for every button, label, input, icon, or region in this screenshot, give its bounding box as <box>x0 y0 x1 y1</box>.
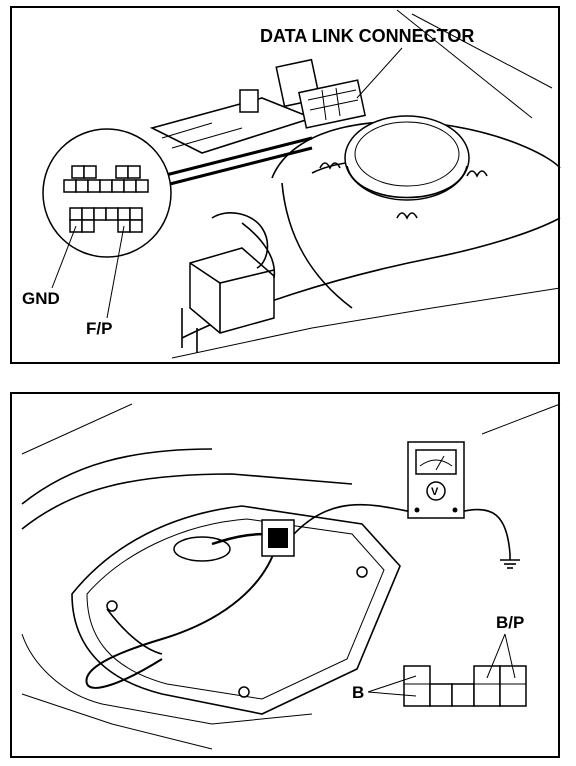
bottom-illustration-panel: V B/P B <box>10 392 561 758</box>
top-illustration-panel: DATA LINK CONNECTOR GND F/P <box>10 6 561 364</box>
voltmeter-icon: V <box>407 441 465 519</box>
connector-icon <box>261 519 295 557</box>
data-link-connector-label: DATA LINK CONNECTOR <box>260 26 474 46</box>
b-label: B <box>352 683 364 702</box>
bottom-connector-pinout <box>403 665 527 707</box>
data-link-connector-icon <box>275 58 366 129</box>
ground-symbol-icon <box>500 554 520 569</box>
bp-label: B/P <box>496 613 524 632</box>
connector-magnifier <box>42 128 172 258</box>
fuel-pump-test-illustration: V B/P B <box>21 403 561 750</box>
connector-pinout-icon <box>63 165 149 233</box>
engine-bay-illustration: DATA LINK CONNECTOR GND F/P <box>22 9 561 359</box>
svg-text:V: V <box>431 486 439 498</box>
fp-label: F/P <box>86 319 112 338</box>
gnd-label: GND <box>22 289 60 308</box>
